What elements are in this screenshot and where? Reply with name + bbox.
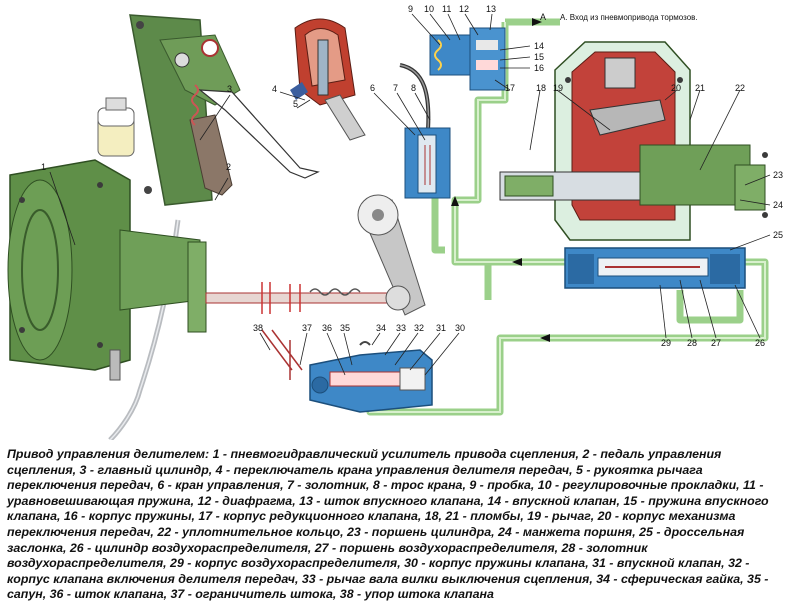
callout-7: 7 bbox=[393, 83, 398, 93]
inlet-note: А. Вход из пневмопривода тормозов. bbox=[560, 13, 698, 22]
caption-title: Привод управления делителем: bbox=[7, 447, 210, 461]
air-line-cores bbox=[369, 22, 766, 413]
valve-stem-stop bbox=[261, 329, 303, 380]
callout-1: 1 bbox=[41, 162, 46, 172]
callout-25: 25 bbox=[773, 230, 783, 240]
callout-9: 9 bbox=[408, 4, 413, 14]
caption-body: 1 - пневмогидравлический усилитель приво… bbox=[7, 447, 769, 602]
callout-27: 27 bbox=[711, 338, 721, 348]
callout-24: 24 bbox=[773, 200, 783, 210]
diagram-svg: 1 2 3 4 5 6 7 8 9 10 11 12 13 14 15 16 1… bbox=[7, 4, 783, 440]
callout-6: 6 bbox=[370, 83, 375, 93]
callout-26: 26 bbox=[755, 338, 765, 348]
clutch-booster bbox=[7, 159, 207, 381]
callout-32: 32 bbox=[414, 323, 424, 333]
control-valve bbox=[404, 127, 451, 199]
callout-23: 23 bbox=[773, 170, 783, 180]
release-fork-lever bbox=[357, 194, 426, 316]
callout-30: 30 bbox=[455, 323, 465, 333]
callout-10: 10 bbox=[424, 4, 434, 14]
callout-29: 29 bbox=[661, 338, 671, 348]
callout-13: 13 bbox=[486, 4, 496, 14]
gearshift-housing bbox=[499, 41, 768, 241]
callout-8: 8 bbox=[411, 83, 416, 93]
callout-31: 31 bbox=[436, 323, 446, 333]
gear-shift-knob bbox=[290, 18, 366, 141]
callout-38: 38 bbox=[253, 323, 263, 333]
divider-valve bbox=[309, 341, 433, 413]
callout-2: 2 bbox=[226, 162, 231, 172]
inlet-letter: А bbox=[540, 12, 546, 22]
callout-18: 18 bbox=[536, 83, 546, 93]
callout-37: 37 bbox=[302, 323, 312, 333]
callout-17: 17 bbox=[505, 83, 515, 93]
pedal-spring bbox=[191, 84, 199, 126]
callout-numbers: 1 2 3 4 5 6 7 8 9 10 11 12 13 14 15 16 1… bbox=[41, 4, 783, 348]
callout-4: 4 bbox=[272, 84, 277, 94]
clutch-divider-drive-diagram: 1 2 3 4 5 6 7 8 9 10 11 12 13 14 15 16 1… bbox=[7, 4, 783, 440]
flow-arrow bbox=[540, 334, 550, 342]
flow-arrows bbox=[451, 18, 550, 342]
air-line-low bbox=[676, 290, 744, 324]
callout-33: 33 bbox=[396, 323, 406, 333]
callout-3: 3 bbox=[227, 84, 232, 94]
callout-28: 28 bbox=[687, 338, 697, 348]
callout-16: 16 bbox=[534, 63, 544, 73]
callout-19: 19 bbox=[553, 83, 563, 93]
reducing-valve bbox=[429, 27, 506, 91]
air-distributor bbox=[564, 247, 746, 289]
air-line-left bbox=[431, 190, 445, 254]
callout-14: 14 bbox=[534, 41, 544, 51]
callout-36: 36 bbox=[322, 323, 332, 333]
clutch-pedal bbox=[189, 84, 320, 196]
fluid-reservoir bbox=[97, 97, 135, 157]
flow-arrow bbox=[512, 258, 522, 266]
flow-arrow bbox=[532, 18, 542, 26]
figure-caption: Привод управления делителем: 1 - пневмог… bbox=[7, 447, 789, 603]
callout-35: 35 bbox=[340, 323, 350, 333]
valve-cable bbox=[399, 63, 431, 131]
pedal-bracket bbox=[129, 14, 241, 206]
leader-lines bbox=[49, 13, 771, 376]
push-rod bbox=[205, 282, 407, 314]
callout-5: 5 bbox=[293, 99, 298, 109]
callout-22: 22 bbox=[735, 83, 745, 93]
callout-11: 11 bbox=[442, 4, 451, 14]
callout-15: 15 bbox=[534, 52, 544, 62]
callout-21: 21 bbox=[695, 83, 705, 93]
callout-20: 20 bbox=[671, 83, 681, 93]
callout-12: 12 bbox=[459, 4, 469, 14]
callout-34: 34 bbox=[376, 323, 386, 333]
flow-arrow bbox=[451, 196, 459, 206]
